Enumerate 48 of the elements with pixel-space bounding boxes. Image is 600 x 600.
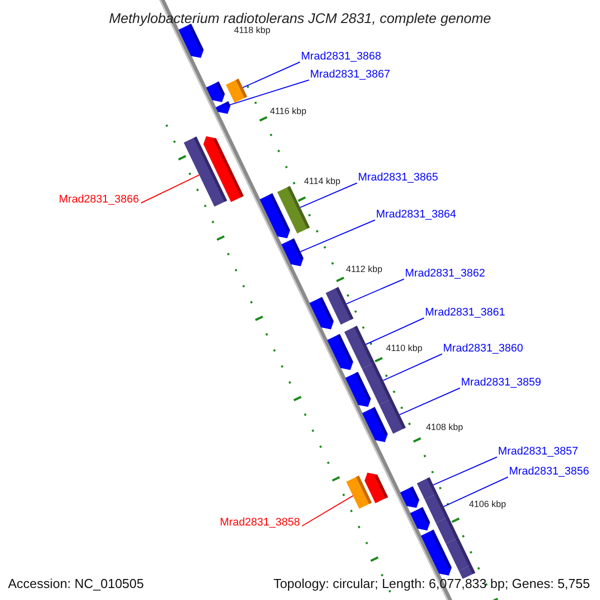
scale-label: 4114 kbp bbox=[304, 176, 340, 187]
pointed-gene-block bbox=[400, 486, 420, 508]
pointed-gene-block bbox=[309, 297, 334, 330]
gene-label: Mrad2831_3860 bbox=[443, 342, 524, 356]
gene-label: Mrad2831_3858 bbox=[220, 516, 300, 530]
pointed-gene-block bbox=[345, 372, 371, 407]
pointed-gene-block bbox=[410, 507, 430, 530]
pointed-gene-block bbox=[203, 136, 244, 202]
pointed-gene-block bbox=[364, 472, 388, 504]
leader-line bbox=[443, 476, 508, 508]
gene-block bbox=[277, 186, 310, 234]
leader-line bbox=[242, 62, 300, 88]
gene-label: Mrad2831_3862 bbox=[405, 268, 486, 280]
scale-label: 4106 kbp bbox=[469, 499, 506, 510]
scale-label: 4116 kbp bbox=[270, 106, 306, 117]
gene-block bbox=[379, 398, 406, 434]
gene-label: Mrad2831_3859 bbox=[461, 376, 542, 390]
gene-label: Mrad2831_3866 bbox=[58, 194, 139, 206]
leader-line bbox=[399, 388, 460, 416]
scale-label: 4108 kbp bbox=[426, 422, 464, 433]
gene-label: Mrad2831_3857 bbox=[498, 446, 578, 458]
footer-text: Topology: circular; Length: 6,077,833 bp; Genes: 5,755 bbox=[273, 576, 590, 592]
gene-block bbox=[344, 326, 375, 369]
leader-line bbox=[229, 80, 310, 106]
leader-line bbox=[302, 495, 354, 526]
gene-label: Mrad2831_3856 bbox=[509, 466, 590, 478]
leader-line bbox=[300, 182, 358, 208]
gene-label: Mrad2831_3868 bbox=[301, 50, 382, 64]
leader-line bbox=[300, 220, 376, 252]
leader-line bbox=[140, 174, 200, 204]
scale-label: 4110 kbp bbox=[386, 343, 422, 354]
scale-label: 4112 kbp bbox=[346, 264, 382, 275]
gene-block bbox=[226, 78, 248, 103]
pointed-gene-block bbox=[420, 530, 452, 576]
leader-line bbox=[365, 318, 424, 345]
pointed-gene-block bbox=[216, 101, 230, 114]
scale-label: 4118 kbp bbox=[234, 25, 270, 36]
gene-block bbox=[458, 564, 476, 579]
leader-line bbox=[382, 354, 442, 381]
footer-text: Accession: NC_010505 bbox=[8, 576, 144, 592]
gene-label: Mrad2831_3867 bbox=[310, 68, 390, 82]
leader-line bbox=[346, 278, 404, 304]
gene-label: Mrad2831_3865 bbox=[358, 172, 438, 184]
pointed-gene-block bbox=[281, 238, 304, 266]
gene-label: Mrad2831_3864 bbox=[376, 208, 456, 222]
gene-label: Mrad2831_3861 bbox=[425, 306, 506, 320]
leader-line bbox=[432, 456, 498, 486]
diagram-title: Methylobacterium radiotolerans JCM 2831, complete genome bbox=[108, 9, 492, 26]
